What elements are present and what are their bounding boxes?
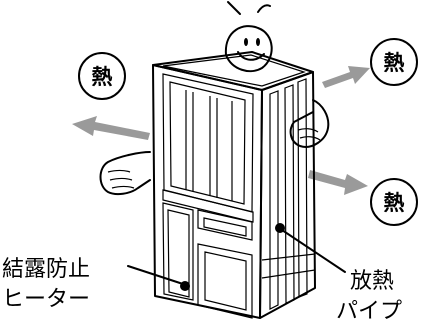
heat-pipe-label-line1: 放熱: [350, 269, 394, 294]
left-hand-icon: [99, 151, 151, 196]
right-hand-icon: [289, 99, 330, 148]
condensation-heater-label-line2: ヒーター: [2, 287, 90, 312]
heat-bubble-left-text: 熱: [92, 65, 113, 89]
heat-bubble-left: 熱: [78, 52, 126, 100]
heat-arrow-left: [72, 116, 150, 140]
condensation-heater-label-line1: 結露防止: [2, 257, 90, 282]
condensation-heater-pointer: [127, 265, 190, 291]
heat-bubble-bottom-right-text: 熱: [384, 191, 405, 215]
heat-bubble-top-right: 熱: [370, 38, 418, 86]
heat-pipe-pointer: [275, 223, 346, 273]
heat-arrow-top-right: [322, 66, 370, 88]
refrigerator-cabinet: [152, 51, 316, 319]
heat-bubble-top-right-text: 熱: [384, 51, 405, 75]
heat-pipe-label-line2: パイプ: [336, 299, 402, 324]
heat-bubble-bottom-right: 熱: [370, 178, 418, 226]
heat-arrow-bottom-right: [308, 170, 368, 195]
smiling-face-icon: [224, 1, 273, 73]
